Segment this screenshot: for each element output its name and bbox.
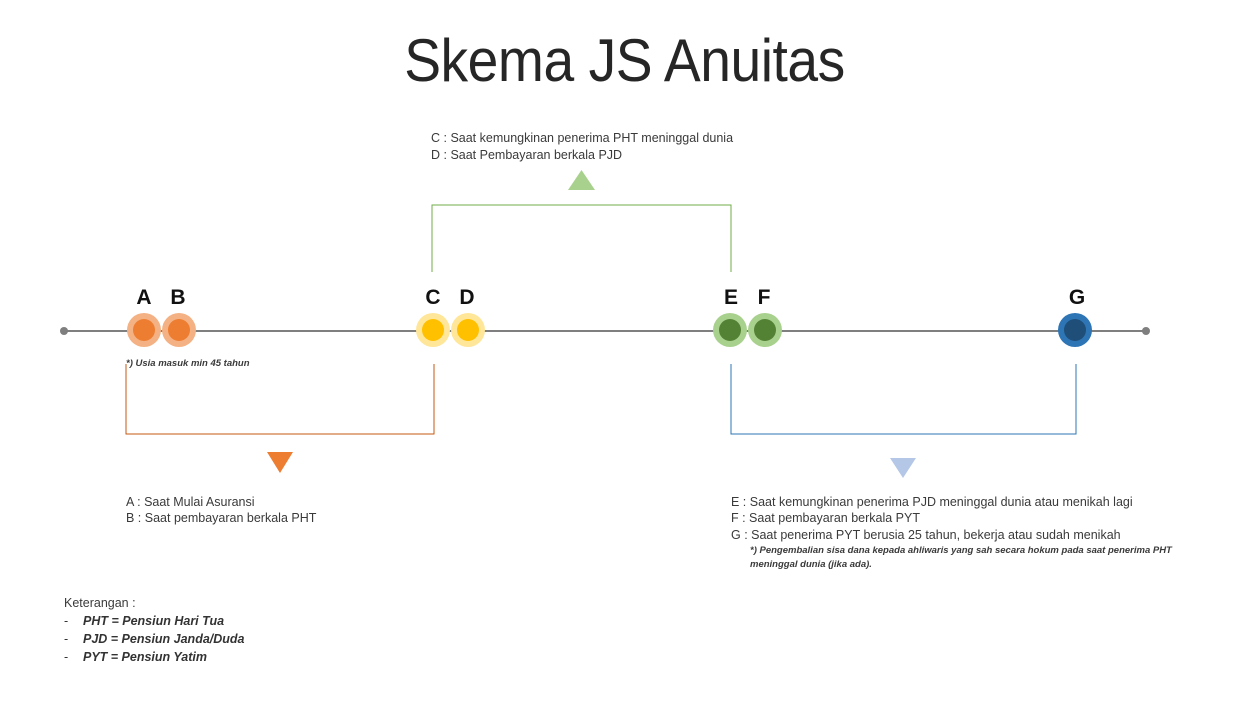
node-e [713, 313, 747, 347]
arrow-down-orange [267, 452, 293, 473]
bracket-right [730, 364, 1077, 435]
point-label-b: B [170, 286, 186, 309]
right-box-line-2: F : Saat pembayaran berkala PYT [731, 511, 920, 525]
point-label-c: C [425, 286, 441, 309]
bracket-left [125, 364, 435, 435]
left-box-line-2: B : Saat pembayaran berkala PHT [126, 511, 317, 525]
bracket-top [431, 204, 732, 272]
legend-item: -PJD = Pensiun Janda/Duda [64, 632, 245, 646]
point-label-f: F [757, 286, 771, 309]
legend-item: -PYT = Pensiun Yatim [64, 650, 207, 664]
refund-note-line-1: *) Pengembalian sisa dana kepada ahliwar… [750, 545, 1172, 556]
legend-title: Keterangan : [64, 596, 136, 610]
top-box-line-1: C : Saat kemungkinan penerima PHT mening… [431, 131, 734, 145]
node-f [748, 313, 782, 347]
refund-note-line-2: meninggal dunia (jika ada). [750, 559, 872, 570]
left-box-line-1: A : Saat Mulai Asuransi [126, 495, 255, 509]
point-label-d: D [459, 286, 475, 309]
timeline-start-dot [60, 327, 68, 335]
node-d [451, 313, 485, 347]
point-label-g: G [1068, 286, 1086, 309]
timeline-end-dot [1142, 327, 1150, 335]
legend-list: -PHT = Pensiun Hari Tua -PJD = Pensiun J… [64, 612, 245, 666]
diagram-title: Skema JS Anuitas [404, 27, 845, 94]
node-g [1058, 313, 1092, 347]
node-a [127, 313, 161, 347]
node-c [416, 313, 450, 347]
legend-item: -PHT = Pensiun Hari Tua [64, 614, 225, 628]
node-b [162, 313, 196, 347]
top-box-line-2: D : Saat Pembayaran berkala PJD [431, 148, 623, 162]
point-label-e: E [723, 286, 738, 309]
right-box-line-3: G : Saat penerima PYT berusia 25 tahun, … [731, 528, 1121, 542]
arrow-up-green [568, 170, 595, 190]
arrow-down-blue [890, 458, 916, 478]
age-note: *) Usia masuk min 45 tahun [126, 358, 250, 369]
right-box-line-1: E : Saat kemungkinan penerima PJD mening… [731, 495, 1133, 509]
point-label-a: A [136, 286, 152, 309]
